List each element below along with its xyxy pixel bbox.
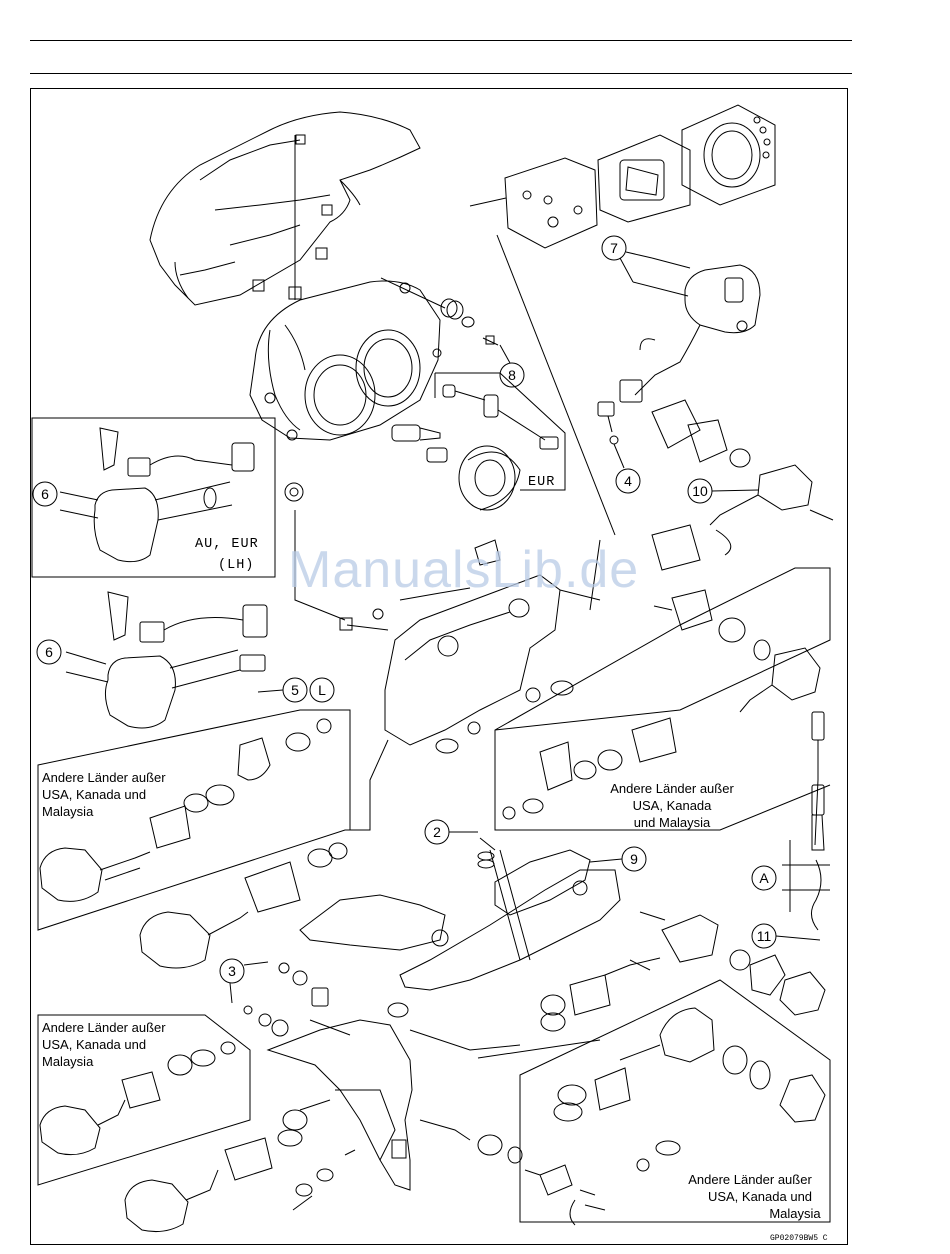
au-eur-label: AU, EUR: [195, 537, 259, 552]
callout-6a: 6: [33, 482, 57, 506]
callout-11: 11: [752, 924, 820, 948]
box-other-countries-1: [38, 710, 350, 930]
svg-text:4: 4: [624, 473, 632, 489]
svg-text:und Malaysia: und Malaysia: [634, 815, 711, 830]
svg-text:2: 2: [433, 824, 441, 840]
watermark: ManualsLib.de: [288, 540, 639, 600]
svg-text:3: 3: [228, 963, 236, 979]
callout-9: 9: [590, 847, 646, 871]
svg-text:USA, Kanada und: USA, Kanada und: [42, 787, 146, 802]
svg-text:6: 6: [41, 486, 49, 502]
eur-label: EUR: [528, 475, 555, 490]
lh-label: (LH): [218, 558, 254, 573]
callout-3: 3: [220, 959, 408, 1036]
svg-text:USA, Kanada und: USA, Kanada und: [708, 1189, 812, 1204]
upper-cowl: [150, 112, 420, 305]
svg-text:Malaysia: Malaysia: [42, 804, 94, 819]
callout-8: 8: [500, 345, 524, 387]
svg-text:5: 5: [291, 682, 299, 698]
front-right-turn-signal: [652, 400, 833, 570]
svg-text:Malaysia: Malaysia: [42, 1054, 94, 1069]
callout-a: A: [752, 866, 776, 890]
svg-text:Andere Länder außer: Andere Länder außer: [42, 770, 166, 785]
rear-fender: [268, 1020, 605, 1225]
left-handlebar-switch: [66, 592, 267, 728]
svg-text:USA, Kanada und: USA, Kanada und: [42, 1037, 146, 1052]
svg-text:USA, Kanada: USA, Kanada: [633, 798, 713, 813]
callout-6b: 6: [37, 640, 61, 664]
other-countries-2-text: Andere Länder außer USA, Kanada und Mala…: [610, 781, 734, 830]
svg-text:Andere Länder außer: Andere Länder außer: [42, 1020, 166, 1035]
svg-text:9: 9: [630, 851, 638, 867]
other-countries-3-text: Andere Länder außer USA, Kanada und Mala…: [688, 1172, 821, 1221]
svg-text:11: 11: [757, 928, 772, 944]
callout-4: 4: [614, 444, 640, 493]
rear-right-turn-signal: [541, 912, 825, 1031]
svg-text:L: L: [318, 682, 326, 698]
right-handlebar-switch: [598, 258, 760, 444]
svg-text:6: 6: [45, 644, 53, 660]
leader-lines: [310, 960, 650, 1058]
svg-text:8: 8: [508, 367, 516, 383]
headlight-assembly: [250, 281, 441, 440]
svg-text:Malaysia: Malaysia: [769, 1206, 821, 1221]
figure-code: GP02079BW5 C: [770, 1234, 828, 1243]
svg-text:7: 7: [610, 240, 618, 256]
au-eur-switch-box: [32, 418, 275, 577]
callout-7: 7: [602, 236, 652, 282]
front-left-turn-signal: [140, 740, 388, 968]
callout-2: 2: [425, 820, 478, 844]
other-countries-4-text: Andere Länder außer USA, Kanada und Mala…: [42, 1020, 166, 1069]
headlight-fasteners: [285, 135, 498, 501]
rear-left-turn-signal: [125, 1100, 330, 1232]
callout-10: 10: [688, 479, 758, 503]
svg-text:A: A: [759, 870, 769, 886]
brake-light-switch: [782, 712, 830, 930]
svg-text:10: 10: [692, 483, 708, 499]
svg-text:Andere Länder außer: Andere Länder außer: [688, 1172, 812, 1187]
svg-text:Andere Länder außer: Andere Länder außer: [610, 781, 734, 796]
tail-cowl: [300, 838, 620, 990]
other-countries-1-text: Andere Länder außer USA, Kanada und Mala…: [42, 770, 166, 819]
callout-5-l: 5 L: [258, 678, 334, 702]
